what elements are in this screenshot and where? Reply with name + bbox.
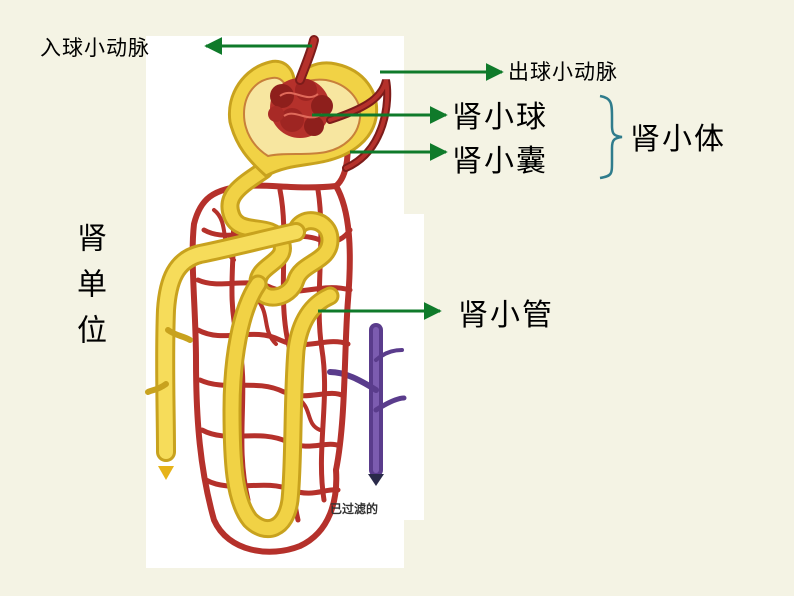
- renal-tubule-label: 肾小管: [458, 298, 554, 333]
- renal-corpuscle-brace: [599, 94, 623, 180]
- renal-corpuscle-label: 肾小体: [630, 122, 726, 157]
- vein-flow-arrow: [368, 474, 384, 486]
- renal-vein: [327, 323, 407, 477]
- afferent-arteriole-label: 入球小动脉: [40, 36, 150, 60]
- urine-flow-arrow: [158, 466, 174, 480]
- glomerulus-label: 肾小球: [452, 100, 548, 135]
- glomerulus-drawing: [268, 78, 333, 138]
- photo-caption-filtered: 已过滤的: [330, 502, 379, 516]
- bowmans-capsule-label: 肾小囊: [452, 144, 548, 179]
- efferent-arteriole-label: 出球小动脉: [508, 60, 618, 84]
- pointer-arrows: [204, 37, 504, 320]
- arterioles: [295, 35, 392, 172]
- nephron-label: 肾单位: [71, 222, 106, 360]
- photo-backdrop-right: [404, 214, 424, 520]
- renal-tubule-drawing: [145, 160, 340, 539]
